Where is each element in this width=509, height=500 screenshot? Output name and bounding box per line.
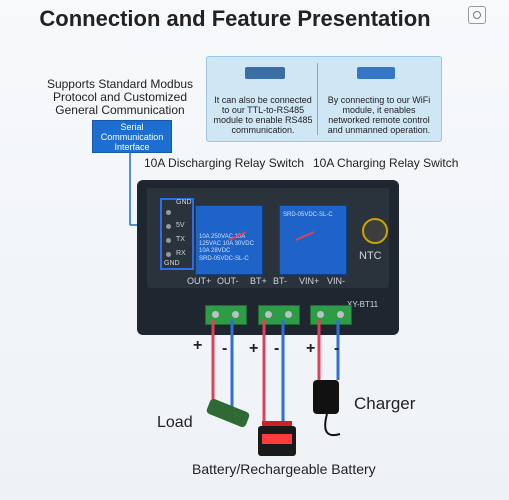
battery-label: Battery/Rechargeable Battery	[192, 461, 376, 477]
sign-bt-plus: +	[249, 340, 258, 358]
load-label: Load	[157, 414, 193, 432]
sign-out-plus: +	[193, 337, 202, 355]
sign-vin-minus: -	[334, 340, 339, 358]
sign-out-minus: -	[222, 340, 227, 358]
charger-image	[313, 380, 339, 414]
sign-vin-plus: +	[306, 340, 315, 358]
battery-sticker	[262, 434, 292, 444]
charger-label: Charger	[354, 394, 415, 414]
sign-bt-minus: -	[274, 340, 279, 358]
